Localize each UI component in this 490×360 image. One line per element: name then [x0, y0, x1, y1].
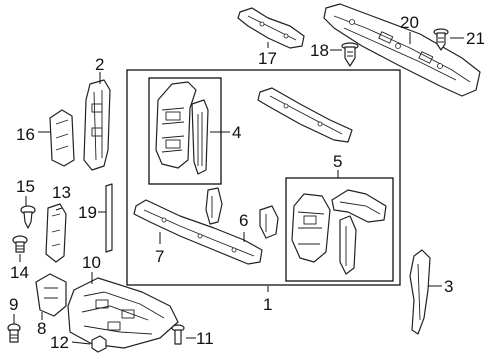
subassembly-frame-5 [285, 177, 394, 282]
part-10-deflector [67, 277, 179, 349]
callout-4: 4 [232, 123, 241, 142]
callout-7: 7 [155, 247, 164, 266]
part-6-brackets [205, 187, 279, 239]
callout-15: 15 [16, 177, 35, 196]
callout-16: 16 [16, 125, 35, 144]
callouts: 1 2 3 4 5 6 7 8 9 10 11 12 13 14 15 16 1… [9, 13, 485, 352]
part-9-bolt [7, 323, 21, 343]
callout-21: 21 [466, 29, 485, 48]
callout-20: 20 [400, 13, 419, 32]
leader-lines [13, 32, 464, 345]
callout-14: 14 [10, 263, 29, 282]
assembly-frame-1 [126, 69, 401, 286]
part-20-upper-tie-bar [323, 3, 481, 97]
part-2-vertical-support [83, 79, 111, 171]
callout-19: 19 [78, 203, 97, 222]
callout-9: 9 [9, 295, 18, 314]
part-12-nut [91, 335, 107, 353]
part-11-bolt [171, 324, 185, 345]
part-3-side-bracket [409, 249, 431, 335]
part-13-bracket [45, 203, 67, 263]
callout-17: 17 [258, 49, 277, 68]
upper-cross-member [257, 87, 353, 143]
callout-10: 10 [82, 253, 101, 272]
part-5-side-member [291, 189, 387, 275]
part-21-clip [433, 28, 449, 51]
callout-6: 6 [239, 211, 248, 230]
part-16-bracket [49, 109, 75, 167]
callout-12: 12 [50, 333, 69, 352]
part-18-push-pin [341, 42, 359, 67]
callout-11: 11 [196, 329, 214, 348]
subassembly-frame-4 [148, 77, 222, 185]
part-14-bolt [12, 235, 28, 253]
part-15-push-pin [20, 205, 36, 229]
callout-8: 8 [37, 319, 46, 338]
callout-13: 13 [52, 183, 71, 202]
callout-18: 18 [310, 41, 329, 60]
part-8-bracket [35, 273, 67, 317]
part-4-reinforcement [155, 81, 209, 175]
part-19-strip [105, 183, 113, 253]
callout-1: 1 [263, 295, 272, 314]
part-17-upper-bracket [237, 7, 305, 49]
callout-3: 3 [444, 277, 453, 296]
part-7-lower-cross-member [133, 199, 263, 265]
callout-5: 5 [333, 152, 342, 171]
callout-2: 2 [95, 55, 104, 74]
